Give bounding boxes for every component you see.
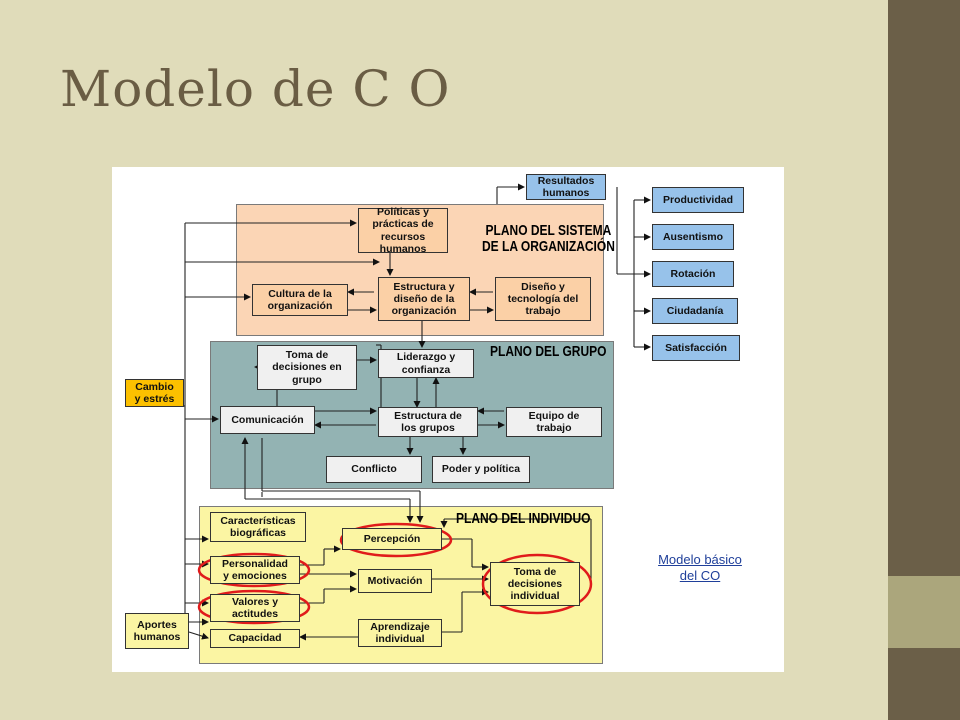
- box-liderazgo: Liderazgo y confianza: [378, 349, 474, 378]
- group-plane-title: PLANO DEL GRUPO: [490, 343, 607, 360]
- box-ciudadania: Ciudadanía: [652, 298, 738, 324]
- box-productividad: Productividad: [652, 187, 744, 213]
- box-cultura: Cultura de la organización: [252, 284, 348, 316]
- org-plane-title: PLANO DEL SISTEMA DE LA ORGANIZACIÓN: [482, 222, 615, 255]
- box-toma-individual: Toma de decisiones individual: [490, 562, 580, 606]
- box-aprendizaje: Aprendizaje individual: [358, 619, 442, 647]
- box-caracteristicas: Características biográficas: [210, 512, 306, 542]
- highlight-circles: [197, 522, 593, 625]
- box-motivacion: Motivación: [358, 569, 432, 593]
- slide-title: Modelo de C O: [60, 60, 451, 118]
- box-diseno-tecnologia: Diseño y tecnología del trabajo: [495, 277, 591, 321]
- box-aportes-humanos: Aportes humanos: [125, 613, 189, 649]
- box-politicas: Políticas y prácticas de recursos humano…: [358, 206, 448, 255]
- highlight-personalidad: [197, 552, 311, 588]
- box-estructura-grupos: Estructura de los grupos: [378, 407, 478, 437]
- sidebar-light-mid: [888, 576, 960, 648]
- box-rotacion: Rotación: [652, 261, 734, 287]
- modelo-basico-link[interactable]: Modelo básico del CO: [658, 552, 742, 583]
- sidebar-dark-bottom: [888, 648, 960, 720]
- individual-plane-title: PLANO DEL INDIVIDUO: [456, 510, 591, 527]
- co-model-diagram: PLANO DEL SISTEMA DE LA ORGANIZACIÓN PLA…: [112, 167, 784, 672]
- box-resultados-humanos: Resultados humanos: [526, 174, 606, 200]
- box-ausentismo: Ausentismo: [652, 224, 734, 250]
- box-personalidad: Personalidad y emociones: [210, 556, 300, 584]
- box-cambio-estres: Cambio y estrés: [125, 379, 184, 407]
- highlight-percepcion: [339, 522, 453, 558]
- box-estructura-org: Estructura y diseño de la organización: [378, 277, 470, 321]
- box-capacidad: Capacidad: [210, 629, 300, 648]
- box-percepcion: Percepción: [342, 528, 442, 550]
- box-comunicacion: Comunicación: [220, 406, 315, 434]
- box-conflicto: Conflicto: [326, 456, 422, 483]
- box-valores: Valores y actitudes: [210, 594, 300, 622]
- box-toma-grupo: Toma de decisiones en grupo: [257, 345, 357, 390]
- sidebar-dark-top: [888, 0, 960, 576]
- box-equipo: Equipo de trabajo: [506, 407, 602, 437]
- highlight-valores: [197, 589, 311, 625]
- box-poder: Poder y política: [432, 456, 530, 483]
- box-satisfaccion: Satisfacción: [652, 335, 740, 361]
- highlight-toma-individual: [481, 553, 593, 615]
